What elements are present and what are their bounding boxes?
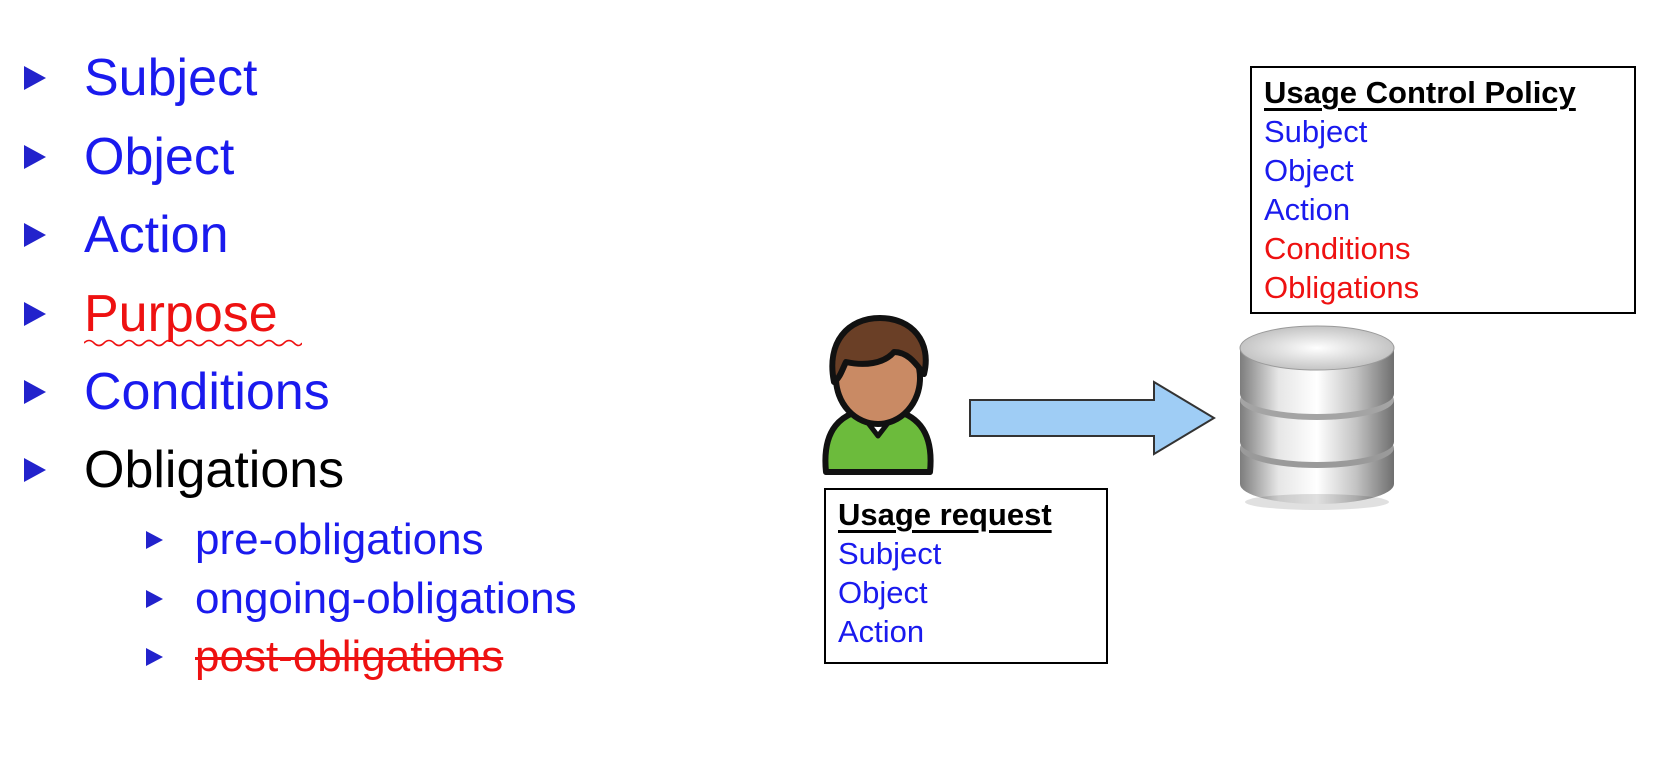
- bullet-marker-icon: [146, 531, 163, 549]
- sub-bullet-ongoing-obligations: ongoing-obligations: [146, 573, 577, 625]
- bullet-object: Object: [24, 127, 234, 187]
- usage-control-policy-box: Usage Control Policy Subject Object Acti…: [1250, 66, 1636, 314]
- bullet-label: Purpose: [84, 285, 278, 343]
- sub-bullet-pre-obligations: pre-obligations: [146, 514, 484, 566]
- request-item-object: Object: [838, 575, 928, 610]
- bullet-label-wrapper: Purpose: [84, 284, 302, 347]
- request-item-subject: Subject: [838, 536, 942, 571]
- sub-bullet-label: ongoing-obligations: [195, 574, 577, 623]
- policy-box-title: Usage Control Policy: [1264, 75, 1576, 110]
- bullet-marker-icon: [24, 223, 46, 247]
- bullet-list: Subject Object Action Purpose Conditions…: [0, 0, 760, 772]
- request-box-title: Usage request: [838, 497, 1052, 532]
- spellcheck-squiggle-icon: [84, 339, 302, 347]
- bullet-action: Action: [24, 205, 229, 265]
- policy-item-action: Action: [1264, 192, 1351, 227]
- arrow-right-icon: [969, 380, 1216, 456]
- bullet-label: Obligations: [84, 441, 345, 499]
- bullet-label: Action: [84, 206, 229, 264]
- bullet-subject: Subject: [24, 48, 257, 108]
- sub-bullet-label: pre-obligations: [195, 515, 484, 564]
- user-icon: [822, 315, 934, 475]
- bullet-obligations: Obligations: [24, 440, 344, 500]
- bullet-marker-icon: [24, 458, 46, 482]
- bullet-marker-icon: [24, 302, 46, 326]
- bullet-conditions: Conditions: [24, 362, 330, 422]
- bullet-label: Conditions: [84, 363, 330, 421]
- bullet-label: Object: [84, 128, 235, 186]
- bullet-label: Subject: [84, 49, 258, 107]
- bullet-marker-icon: [24, 145, 46, 169]
- bullet-marker-icon: [24, 380, 46, 404]
- sub-bullet-post-obligations: post-obligations: [146, 631, 503, 683]
- bullet-purpose: Purpose: [24, 284, 302, 347]
- policy-item-object: Object: [1264, 153, 1354, 188]
- policy-item-obligations: Obligations: [1264, 270, 1420, 305]
- usage-request-box: Usage request Subject Object Action: [824, 488, 1108, 664]
- policy-item-conditions: Conditions: [1264, 231, 1411, 266]
- database-icon: [1239, 325, 1395, 510]
- bullet-marker-icon: [146, 648, 163, 666]
- bullet-marker-icon: [24, 66, 46, 90]
- sub-bullet-label: post-obligations: [195, 632, 504, 681]
- bullet-marker-icon: [146, 590, 163, 608]
- request-item-action: Action: [838, 614, 925, 649]
- policy-item-subject: Subject: [1264, 114, 1368, 149]
